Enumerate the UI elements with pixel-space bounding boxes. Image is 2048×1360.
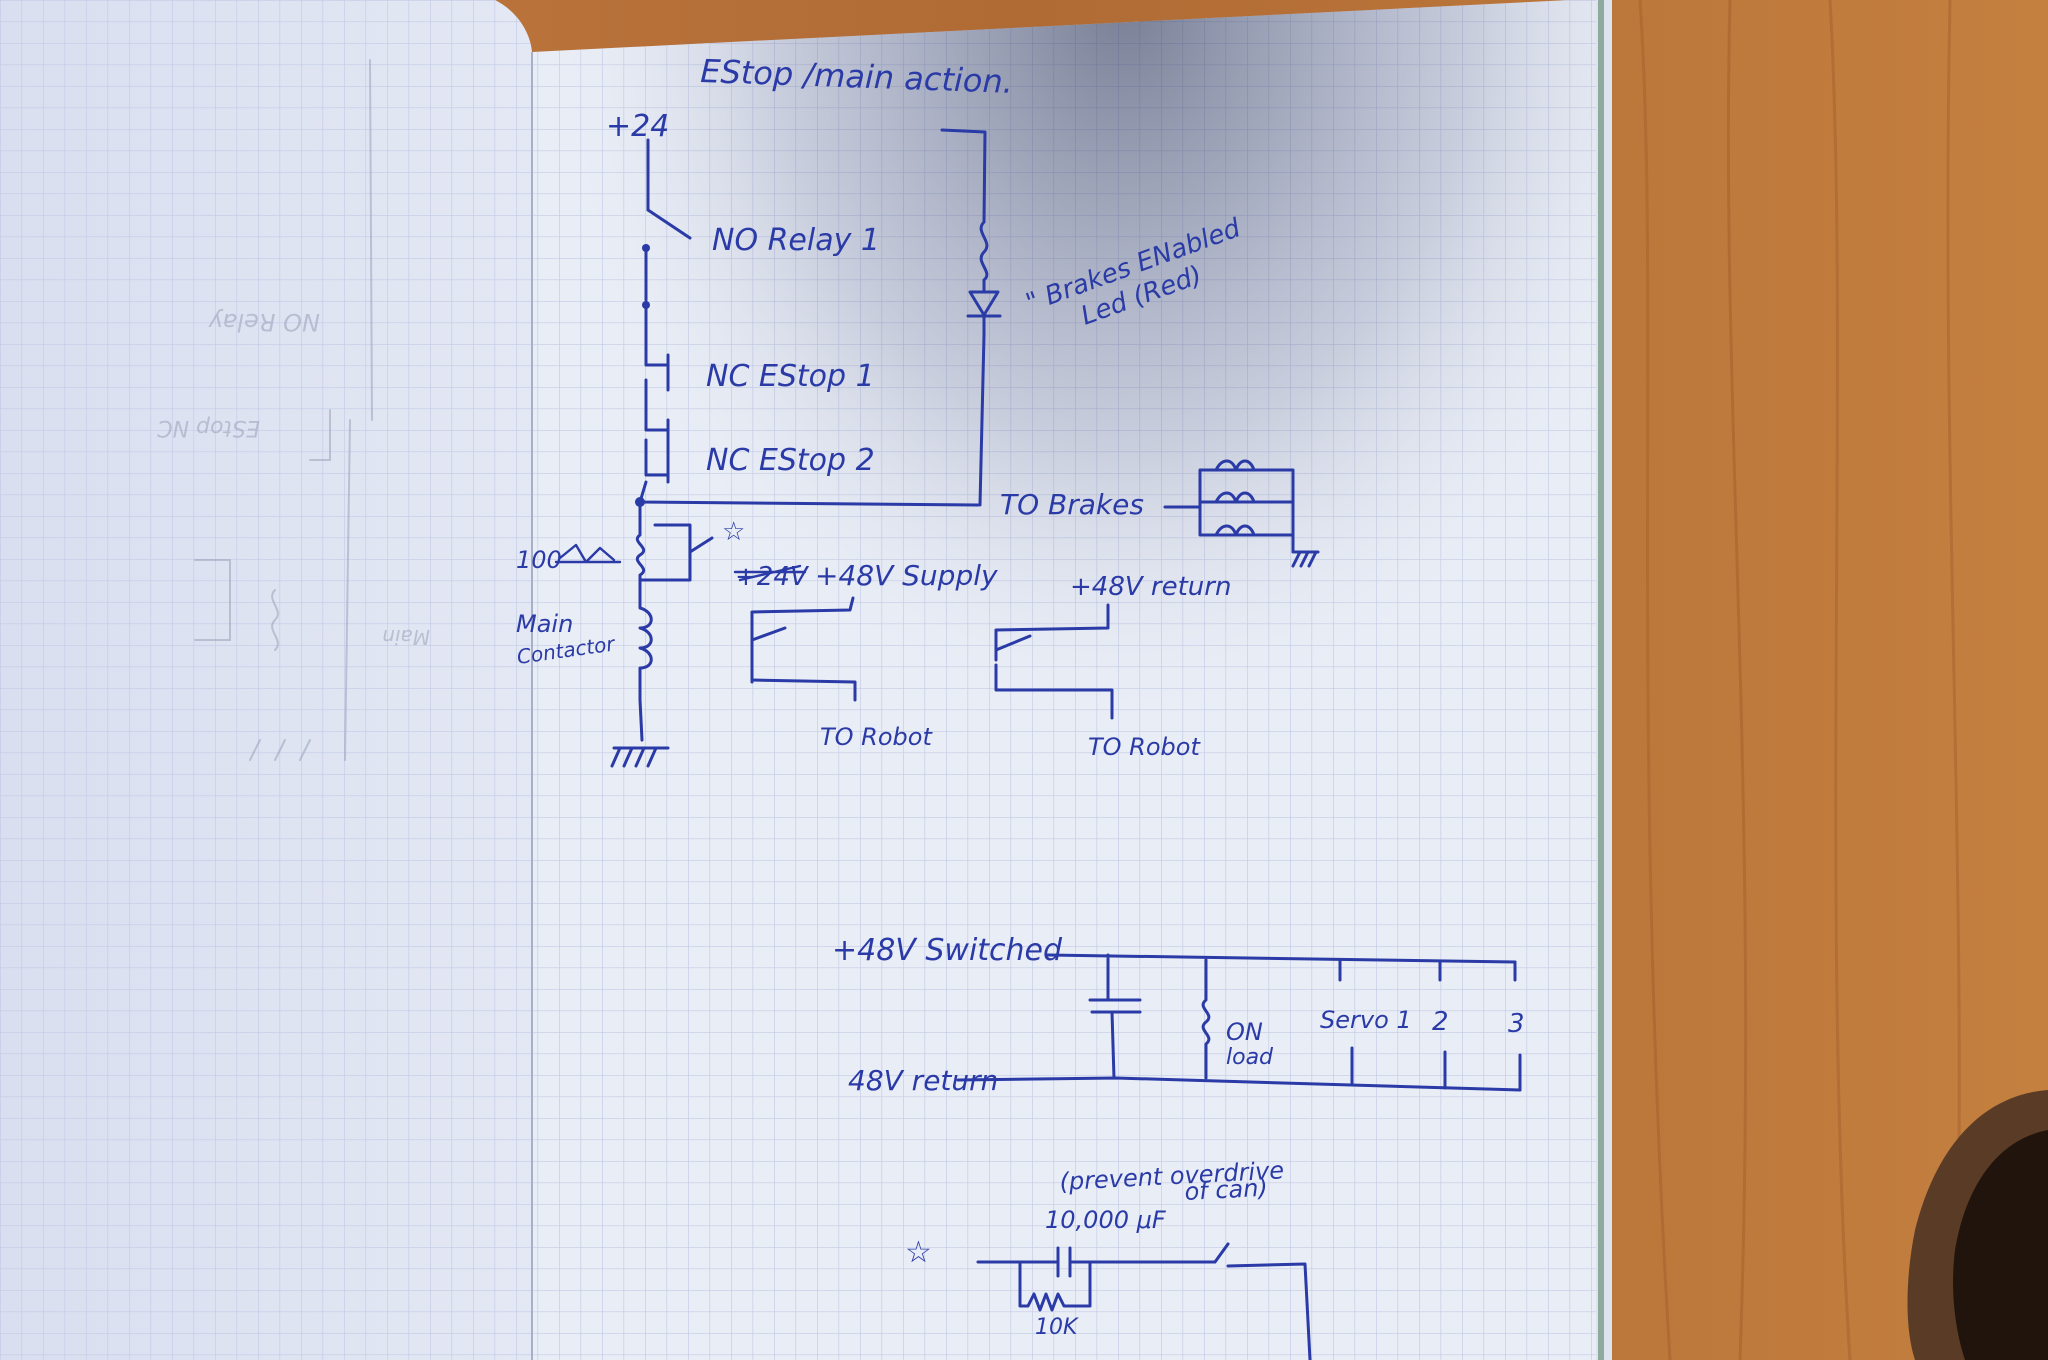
main-contactor-coil — [638, 586, 653, 742]
servo1-label: Servo 1 — [1320, 1006, 1412, 1034]
ghost-text-estop: EStop NC — [157, 415, 260, 440]
no-relay-contact — [646, 208, 692, 240]
load-label-line1: ON — [1226, 1018, 1263, 1046]
servo3-branch — [1513, 960, 1522, 1092]
resistor-100 — [635, 500, 646, 590]
servo1-branch — [1338, 958, 1354, 1087]
brakes-label: TO Brakes — [1000, 488, 1144, 521]
resistor-scribble — [554, 543, 622, 564]
to-robot-2: TO Robot — [1088, 733, 1201, 761]
servo-bus-circuit: +48V Switched 48V return ON load Servo 1… — [832, 933, 1525, 1097]
nc-estop1-switch — [644, 303, 670, 432]
brakes-ground — [1291, 550, 1320, 568]
wood-grain — [1638, 0, 1961, 1360]
bypass-contact — [638, 523, 714, 582]
switched-label: +48V Switched — [832, 933, 1063, 968]
estop1-label: NC EStop 1 — [706, 359, 875, 394]
to-robot-1: TO Robot — [820, 723, 933, 751]
precharge-resistor-label: 10K — [1035, 1315, 1079, 1340]
estop-circuit: +24 NO Relay 1 NC EStop 1 NC EStop 2 TO … — [515, 109, 1320, 768]
resistor-label: 100 — [516, 546, 562, 574]
load-label-line2: load — [1226, 1045, 1274, 1070]
return-rail — [956, 1076, 1522, 1092]
star-mark-top: ☆ — [722, 517, 745, 547]
led-wire — [940, 128, 1002, 507]
bleed-load-resistor — [1201, 958, 1211, 1080]
precharge-wiring — [976, 1242, 1312, 1360]
ghost-text-relay: NO Relay — [208, 308, 320, 336]
bleed-through-marks: NO Relay EStop NC Main — [157, 59, 430, 761]
return48-contact — [994, 603, 1114, 720]
supply48-label: +48V Supply — [815, 559, 998, 592]
switched-rail — [1046, 953, 1517, 1080]
strike-through — [733, 564, 807, 582]
precharge-star: ☆ — [905, 1235, 932, 1270]
contactor-label-line1: Main — [516, 610, 573, 638]
nc-estop2-switch — [644, 418, 670, 484]
contactor-ground — [610, 746, 670, 768]
relay-label: NO Relay 1 — [712, 223, 880, 258]
precharge-note-line2: of can) — [1184, 1174, 1269, 1206]
supply48-contact — [750, 596, 857, 702]
precharge-capacitor-label: 10,000 μF — [1045, 1206, 1167, 1234]
brakes-coils — [1163, 459, 1295, 554]
precharge-resistor — [1018, 1260, 1092, 1312]
servo2-branch — [1438, 960, 1447, 1090]
estop2-label: NC EStop 2 — [706, 443, 875, 478]
ghost-text-main: Main — [382, 625, 430, 649]
supply-24v-label: +24 — [606, 109, 669, 144]
servo2-label: 2 — [1432, 1007, 1449, 1037]
servo3-label: 3 — [1508, 1009, 1525, 1039]
return48-label: +48V return — [1070, 572, 1231, 602]
